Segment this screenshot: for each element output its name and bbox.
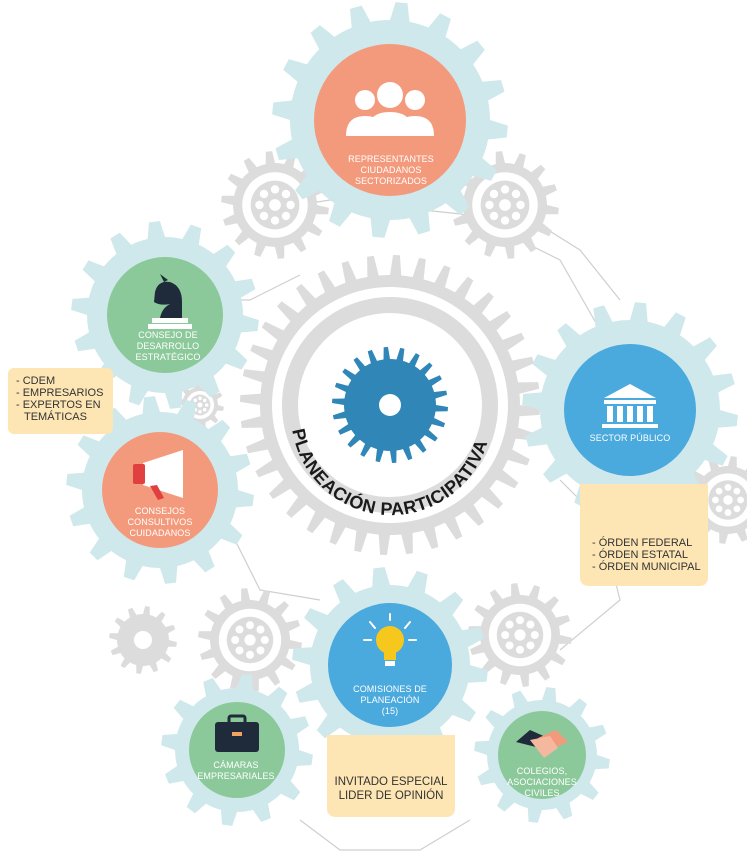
box-cdem-item: - EMPRESARIOS — [16, 387, 104, 399]
background-gear-edge-right — [684, 456, 747, 544]
box-invitado-item: LIDER DE OPINIÓN — [338, 790, 444, 802]
background-gear-small-solid — [109, 606, 177, 674]
handshake-icon — [516, 730, 568, 758]
box-invitado-item: INVITADO ESPECIAL — [334, 776, 448, 788]
label-comisiones: COMISIONES DE PLANEACIÓN (15) — [353, 684, 427, 716]
background-gear-right — [451, 151, 559, 259]
background-gear-bottom-left — [198, 588, 302, 692]
label-sector-publico: SECTOR PÚBLICO — [589, 433, 671, 443]
box-cdem-item: - EXPERTOS EN — [16, 399, 101, 411]
box-cdem: - CDEM - EMPRESARIOS - EXPERTOS EN TEMÁT… — [8, 368, 113, 434]
box-ordenes: - ÓRDEN FEDERAL - ÓRDEN ESTATAL - ÓRDEN … — [580, 484, 708, 586]
government-building-icon — [602, 384, 658, 428]
megaphone-icon — [133, 450, 183, 500]
people-group-icon — [346, 82, 434, 136]
box-cdem-item: TEMÁTICAS — [24, 411, 87, 423]
box-ordenes-item: - ÓRDEN ESTATAL — [592, 549, 688, 561]
label-camaras: CÁMARAS EMPRESARIALES — [197, 760, 275, 781]
background-gear-left — [221, 151, 329, 259]
box-cdem-item: - CDEM — [16, 375, 56, 387]
label-colegios: COLEGIOS, ASOCIACIONES CIVILES — [507, 766, 577, 798]
chess-knight-icon — [148, 274, 192, 329]
label-representantes: REPRESENTANTES CIUDADANOS SECTORIZADOS — [348, 154, 434, 186]
box-ordenes-item: - ÓRDEN FEDERAL — [592, 537, 693, 549]
background-gear-bottom-right — [468, 583, 572, 687]
label-consejo-desarrollo: CONSEJO DE DESARROLLO ESTRATÉGICO — [135, 330, 201, 362]
box-ordenes-item: - ÓRDEN MUNICIPAL — [592, 561, 701, 573]
label-consejos-consultivos: CONSEJOS CONSULTIVOS CUIDADANOS — [127, 506, 193, 538]
briefcase-icon — [215, 714, 259, 752]
box-invitado: INVITADO ESPECIAL LIDER DE OPINIÓN — [327, 735, 455, 817]
central-blue-gear — [332, 347, 448, 463]
light-bulb-icon — [363, 613, 417, 666]
